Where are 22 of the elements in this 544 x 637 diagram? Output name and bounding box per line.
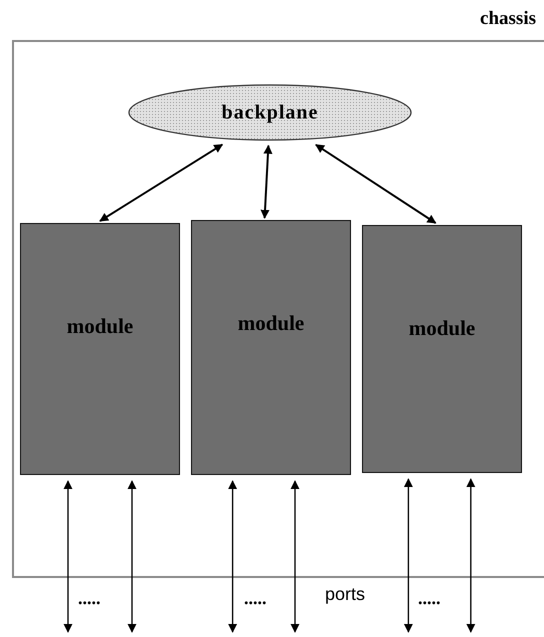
double-arrow <box>128 480 136 633</box>
module-box <box>20 223 180 475</box>
ports-label: ports <box>325 584 366 605</box>
backplane-ellipse <box>128 84 412 141</box>
double-arrow <box>99 144 224 222</box>
ellipsis-label: ..... <box>78 588 100 609</box>
node-label: module <box>408 316 476 341</box>
double-arrow <box>260 144 272 219</box>
module-box <box>191 220 351 475</box>
node-label: module <box>66 314 134 339</box>
module-box <box>362 225 522 473</box>
double-arrow <box>290 480 300 633</box>
ellipsis-label: ..... <box>418 588 440 609</box>
chassis-label: chassis <box>480 8 536 30</box>
double-arrow <box>466 478 476 633</box>
node-label: module <box>238 311 304 336</box>
ellipsis-label: ..... <box>244 588 266 609</box>
double-arrow <box>404 478 413 633</box>
double-arrow <box>64 480 72 633</box>
double-arrow <box>315 144 436 224</box>
double-arrow <box>228 480 238 633</box>
node-label: backplane <box>222 101 318 124</box>
